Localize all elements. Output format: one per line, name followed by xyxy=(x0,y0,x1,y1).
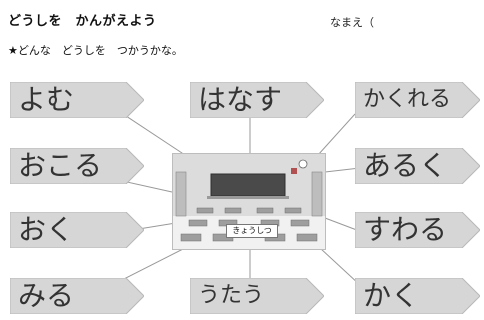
connector-line-kakureru xyxy=(317,113,356,156)
verb-card-oku: おく xyxy=(10,212,144,248)
classroom-caption: きょうしつ xyxy=(226,224,278,238)
arrow-tag-shape xyxy=(10,212,144,248)
arrow-tag-shape xyxy=(355,212,480,248)
verb-card-hanasu: はなす xyxy=(190,82,324,118)
verb-card-yomu: よむ xyxy=(10,82,144,118)
arrow-tag-shape xyxy=(10,148,144,184)
verb-card-kakureru: かくれる xyxy=(355,82,480,118)
name-field-label: なまえ（ xyxy=(330,16,374,29)
verb-card-text: おく xyxy=(18,213,75,246)
verb-card-utau: うたう xyxy=(190,278,324,314)
connector-line-kaku xyxy=(319,247,361,286)
verb-card-kaku: かく xyxy=(355,278,480,314)
arrow-tag-shape xyxy=(355,278,480,314)
classroom-illustration xyxy=(172,153,326,250)
verb-card-text: みる xyxy=(18,279,75,312)
verb-card-text: あるく xyxy=(363,149,448,182)
arrow-tag-shape xyxy=(355,148,480,184)
arrow-tag-shape xyxy=(10,278,144,314)
verb-card-text: よむ xyxy=(18,83,75,116)
connector-line-miru xyxy=(117,247,186,283)
classroom-drawing xyxy=(173,154,325,249)
verb-card-text: おこる xyxy=(18,149,103,182)
verb-card-miru: みる xyxy=(10,278,144,314)
connector-line-yomu xyxy=(119,111,186,156)
verb-card-suwaru: すわる xyxy=(355,212,480,248)
verb-card-text: はなす xyxy=(198,83,283,116)
connector-line-aruku xyxy=(324,167,361,173)
arrow-tag-shape xyxy=(355,82,480,118)
verb-card-text: すわる xyxy=(363,213,448,246)
verb-card-okoru: おこる xyxy=(10,148,144,184)
instruction-text: ★どんな どうしを つかうかな。 xyxy=(8,44,183,57)
page-title: どうしを かんがえよう xyxy=(8,14,157,29)
verb-card-text: うたう xyxy=(198,283,265,308)
arrow-tag-shape xyxy=(190,82,324,118)
verb-card-aruku: あるく xyxy=(355,148,480,184)
verb-card-text: かく xyxy=(363,279,420,312)
arrow-tag-shape xyxy=(10,82,144,118)
verb-card-text: かくれる xyxy=(363,87,452,112)
arrow-tag-shape xyxy=(190,278,324,314)
